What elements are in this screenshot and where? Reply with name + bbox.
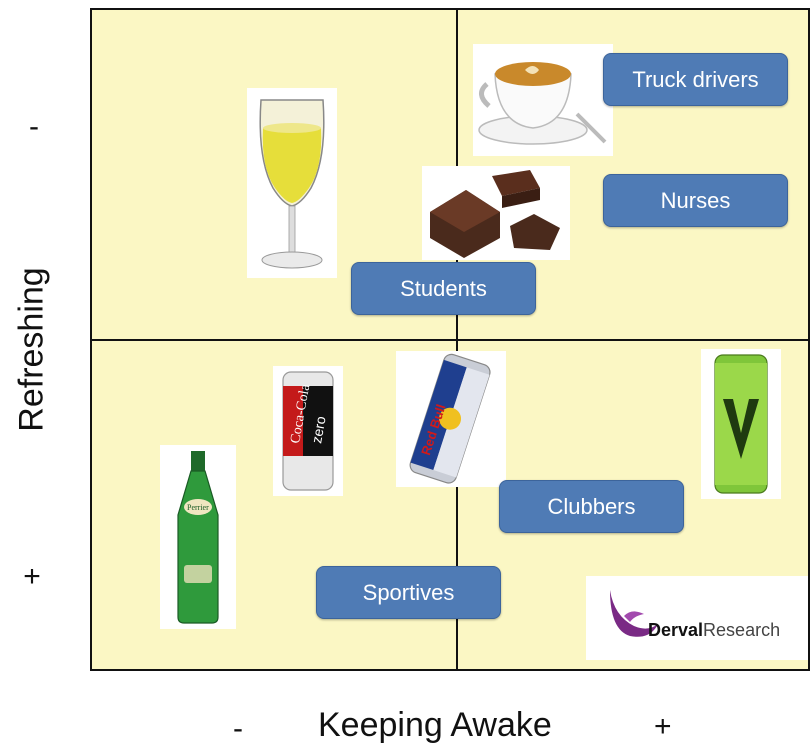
chocolate-image — [422, 166, 570, 260]
wine-glass-image — [247, 88, 337, 278]
y-axis-bottom-sign: + — [23, 560, 41, 593]
red-bull-can-image: Red Bull — [396, 351, 506, 487]
logo-text-research: Research — [703, 620, 781, 640]
segment-students: Students — [351, 262, 536, 315]
x-axis-right-sign: + — [654, 710, 672, 743]
segment-clubbers: Clubbers — [499, 480, 684, 533]
segment-sportives: Sportives — [316, 566, 501, 619]
y-axis-top-sign: - — [29, 110, 39, 143]
svg-text:Perrier: Perrier — [187, 503, 209, 512]
segment-nurses: Nurses — [603, 174, 788, 227]
x-axis-label: Keeping Awake — [318, 706, 552, 744]
svg-text:zero: zero — [308, 415, 329, 445]
derval-logo-swoosh-icon — [610, 590, 658, 637]
derval-research-logo: DervalResearch — [586, 576, 808, 660]
coffee-cup-image — [473, 44, 613, 156]
horizontal-divider — [90, 339, 810, 341]
x-axis-left-sign: - — [233, 712, 243, 745]
v-energy-can-image — [701, 349, 781, 499]
coca-cola-zero-can-image: Coca-Cola zero — [273, 366, 343, 496]
y-axis-label: Refreshing — [12, 267, 51, 432]
perrier-bottle-image: Perrier — [160, 445, 236, 629]
logo-text-derval: Derval — [648, 620, 704, 640]
segment-truck-drivers: Truck drivers — [603, 53, 788, 106]
